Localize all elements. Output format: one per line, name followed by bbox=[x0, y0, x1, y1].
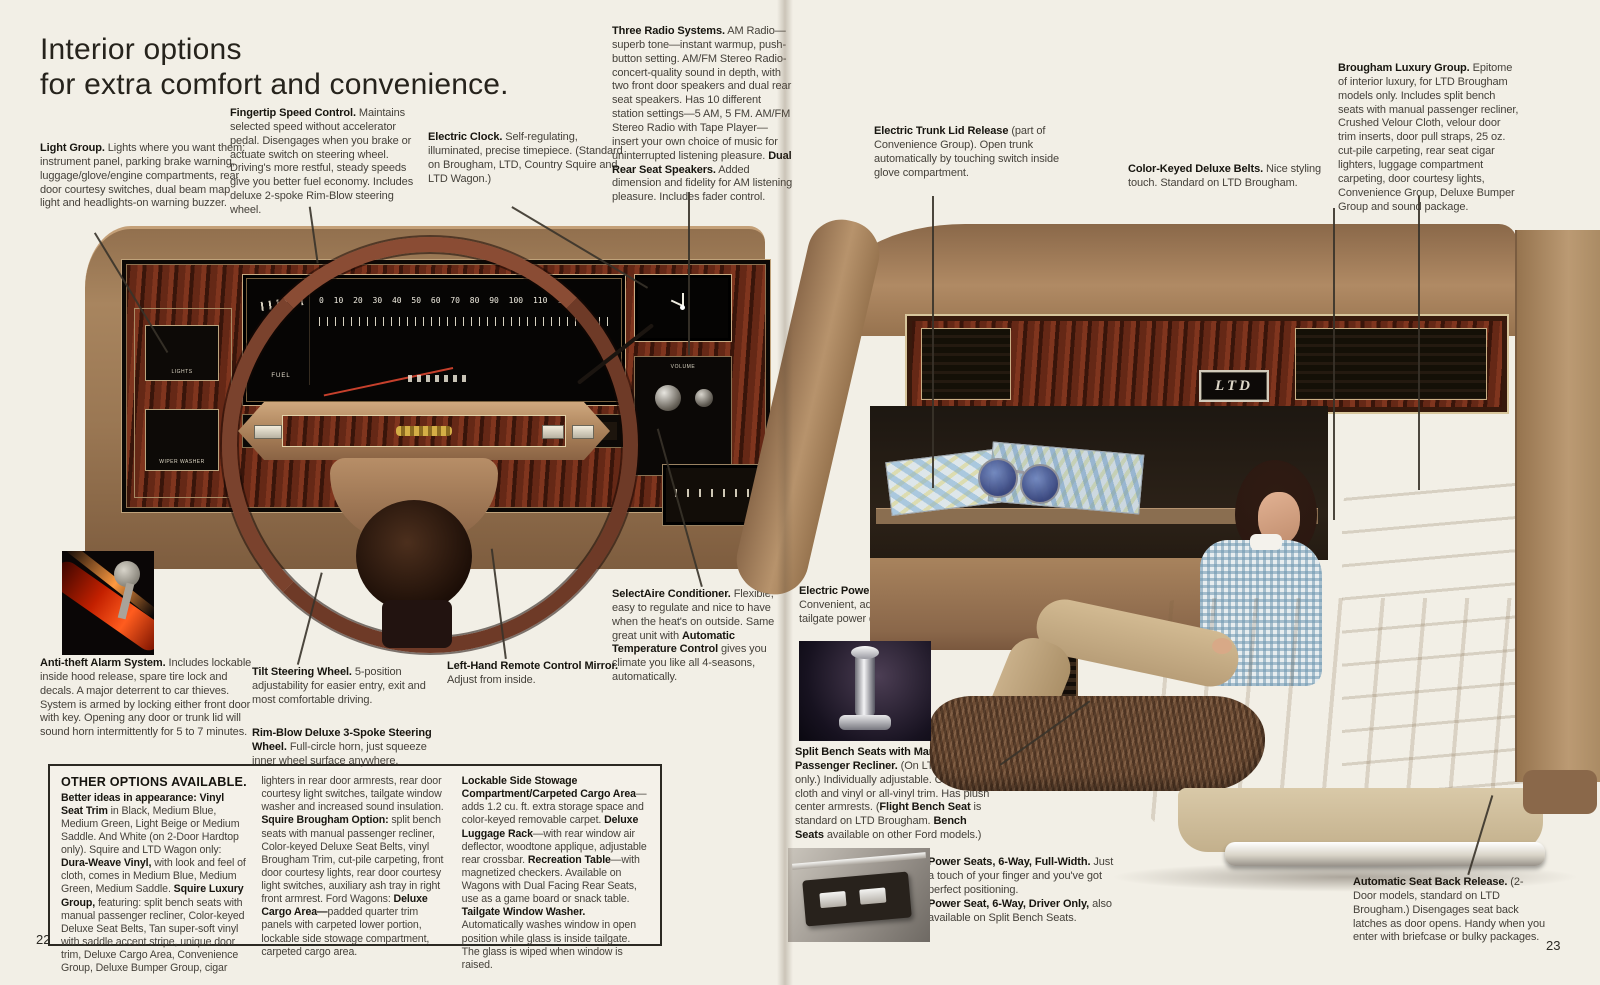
wood-trim-strip: LTD bbox=[905, 314, 1509, 414]
bench-seat-back bbox=[1342, 468, 1540, 803]
volume-label: VOLUME bbox=[670, 364, 696, 370]
page-title-line2: for extra comfort and convenience. bbox=[40, 68, 509, 102]
callout-electric-trunk-lid-release: Electric Trunk Lid Release (part of Conv… bbox=[874, 125, 1060, 179]
callout-split-bench-seats: Split Bench Seats with Manual Passenger … bbox=[795, 746, 994, 842]
callout-brougham-luxury-group: Brougham Luxury Group. Epitome of interi… bbox=[1338, 62, 1519, 213]
seat-switch-plate bbox=[802, 871, 912, 927]
lock-knob-cap bbox=[851, 646, 879, 659]
seat-switch-button bbox=[819, 890, 847, 909]
seat-trim-bar bbox=[791, 852, 927, 870]
callout-three-radio-systems: Three Radio Systems. AM Radio—superb ton… bbox=[612, 25, 793, 204]
anti-theft-photo bbox=[62, 551, 154, 655]
ford-crest-emblem bbox=[396, 426, 452, 436]
horn-bar-tab bbox=[572, 425, 594, 439]
sunglasses-icon bbox=[1020, 464, 1060, 504]
callout-anti-theft-alarm: Anti-theft Alarm System. Includes lockab… bbox=[40, 657, 252, 739]
seat-chrome-base bbox=[1225, 842, 1545, 866]
floor-shadow bbox=[1110, 862, 1580, 892]
callout-line bbox=[1333, 208, 1335, 520]
other-options-column-3: Lockable Side Stowage Compartment/Carpet… bbox=[461, 775, 647, 971]
woman-collar bbox=[1250, 534, 1282, 550]
callout-automatic-seat-back-release: Automatic Seat Back Release. (2-Door mod… bbox=[1353, 876, 1545, 944]
horn-bar-tab bbox=[542, 425, 564, 439]
page-number-right: 23 bbox=[1546, 938, 1561, 953]
center-fold bbox=[777, 0, 793, 985]
callout-power-seat-driver-only: Power Seat, 6-Way, Driver Only, also ava… bbox=[928, 898, 1112, 924]
wiper-switch: WIPER WASHER bbox=[145, 409, 219, 471]
steering-column bbox=[356, 500, 472, 612]
ltd-badge: LTD bbox=[1199, 370, 1269, 402]
volume-knob bbox=[655, 385, 681, 411]
power-seat-switch-photo bbox=[788, 848, 930, 942]
lock-knob-base bbox=[839, 715, 891, 730]
page-title-line1: Interior options bbox=[40, 33, 242, 66]
callout-rim-blow-steering-wheel: Rim-Blow Deluxe 3-Spoke Steering Wheel. … bbox=[252, 727, 432, 767]
tuner-knob bbox=[695, 389, 713, 407]
seat-switch-button bbox=[859, 887, 887, 905]
callout-line bbox=[1418, 196, 1420, 490]
other-options-column-1: OTHER OPTIONS AVAILABLE. Better ideas in… bbox=[61, 775, 248, 974]
volume-knob-panel: VOLUME bbox=[634, 356, 732, 476]
dash-vent-right bbox=[1295, 328, 1487, 400]
light-switch-panel: LIGHTS WIPER WASHER bbox=[134, 308, 232, 498]
page-title: Interior options for extra comfort and c… bbox=[40, 32, 509, 103]
seat-front-skirt bbox=[1178, 788, 1543, 852]
clock-center-dot bbox=[680, 305, 685, 310]
other-options-box: OTHER OPTIONS AVAILABLE. Better ideas in… bbox=[48, 764, 662, 974]
callout-line bbox=[932, 196, 934, 488]
callout-power-seats-full-width: Power Seats, 6-Way, Full-Width. Just a t… bbox=[928, 856, 1114, 896]
electric-clock-face bbox=[634, 274, 732, 342]
callout-fingertip-speed-control: Fingertip Speed Control. Maintains selec… bbox=[230, 107, 414, 217]
heater-control-markings bbox=[675, 489, 791, 497]
callout-left-hand-mirror: Left-Hand Remote Control Mirror. Adjust … bbox=[447, 660, 618, 686]
door-panel bbox=[1515, 230, 1600, 814]
dashboard-photo-right: LTD bbox=[729, 210, 1600, 892]
lock-knob-stem bbox=[855, 653, 875, 717]
horn-bar-tab bbox=[254, 425, 282, 439]
callout-line bbox=[688, 192, 690, 355]
other-options-column-2: lighters in rear door armrests, rear doo… bbox=[261, 775, 444, 958]
other-options-heading: OTHER OPTIONS AVAILABLE. bbox=[61, 775, 247, 789]
dash-vent-left bbox=[921, 328, 1011, 400]
other-options-text-1: Better ideas in appearance: Vinyl Seat T… bbox=[61, 791, 246, 975]
callout-light-group: Light Group. Lights where you want them:… bbox=[40, 142, 246, 210]
door-lock-knob-photo bbox=[799, 641, 931, 741]
woman-hand bbox=[1212, 638, 1232, 654]
rim-blow-horn-bar bbox=[238, 402, 610, 460]
callout-selectaire-conditioner: SelectAire Conditioner. Flexible, easy t… bbox=[612, 588, 775, 684]
steering-column-shaft bbox=[382, 600, 452, 648]
page-number-left: 22 bbox=[36, 932, 51, 947]
callout-electric-clock: Electric Clock. Self-regulating, illumin… bbox=[428, 131, 623, 185]
clock-minute-hand bbox=[682, 293, 684, 309]
door-armrest bbox=[1523, 770, 1597, 814]
callout-tilt-steering-wheel: Tilt Steering Wheel. 5-position adjustab… bbox=[252, 666, 426, 706]
sunglasses-icon bbox=[978, 458, 1018, 498]
callout-color-keyed-deluxe-belts: Color-Keyed Deluxe Belts. Nice styling t… bbox=[1128, 163, 1322, 189]
shag-carpet bbox=[930, 696, 1265, 791]
